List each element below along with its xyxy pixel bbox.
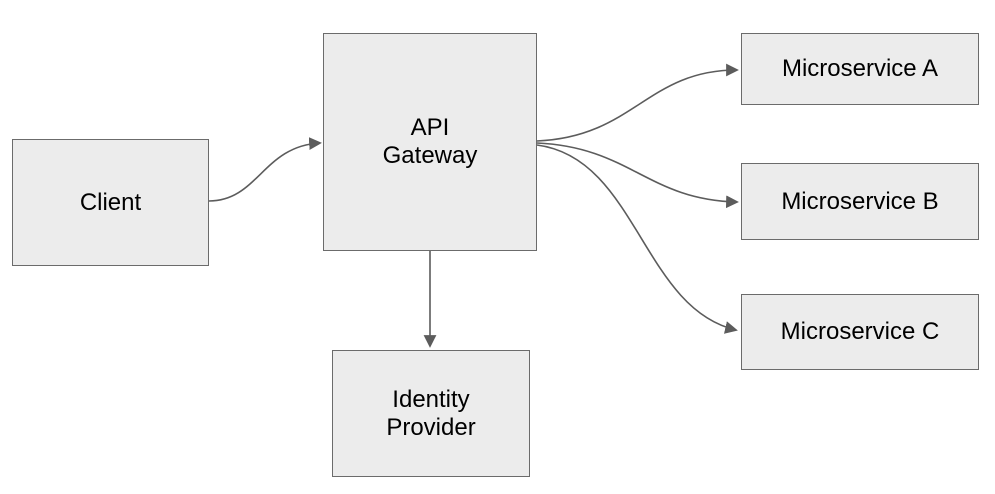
node-client-label: Client [79,188,142,216]
edge-client-to-gateway [208,137,322,202]
edge-gateway-to-microservice-b [536,142,739,209]
node-microservice-c[interactable]: Microservice C [741,294,979,370]
edge-gateway-to-microservice-a [536,63,739,142]
node-identity-provider[interactable]: Identity Provider [332,350,530,477]
node-microservice-b[interactable]: Microservice B [741,163,979,240]
node-microservice-a-label: Microservice A [781,55,939,82]
node-api-gateway-label: API Gateway [382,114,478,169]
node-microservice-b-label: Microservice B [781,187,939,215]
node-microservice-a[interactable]: Microservice A [741,33,979,105]
edge-group [208,63,739,348]
node-microservice-c-label: Microservice C [780,318,940,345]
edge-gateway-to-microservice-c [536,144,738,334]
node-identity-provider-label: Identity Provider [386,385,476,441]
node-api-gateway[interactable]: API Gateway [323,33,537,251]
node-client[interactable]: Client [12,139,209,266]
